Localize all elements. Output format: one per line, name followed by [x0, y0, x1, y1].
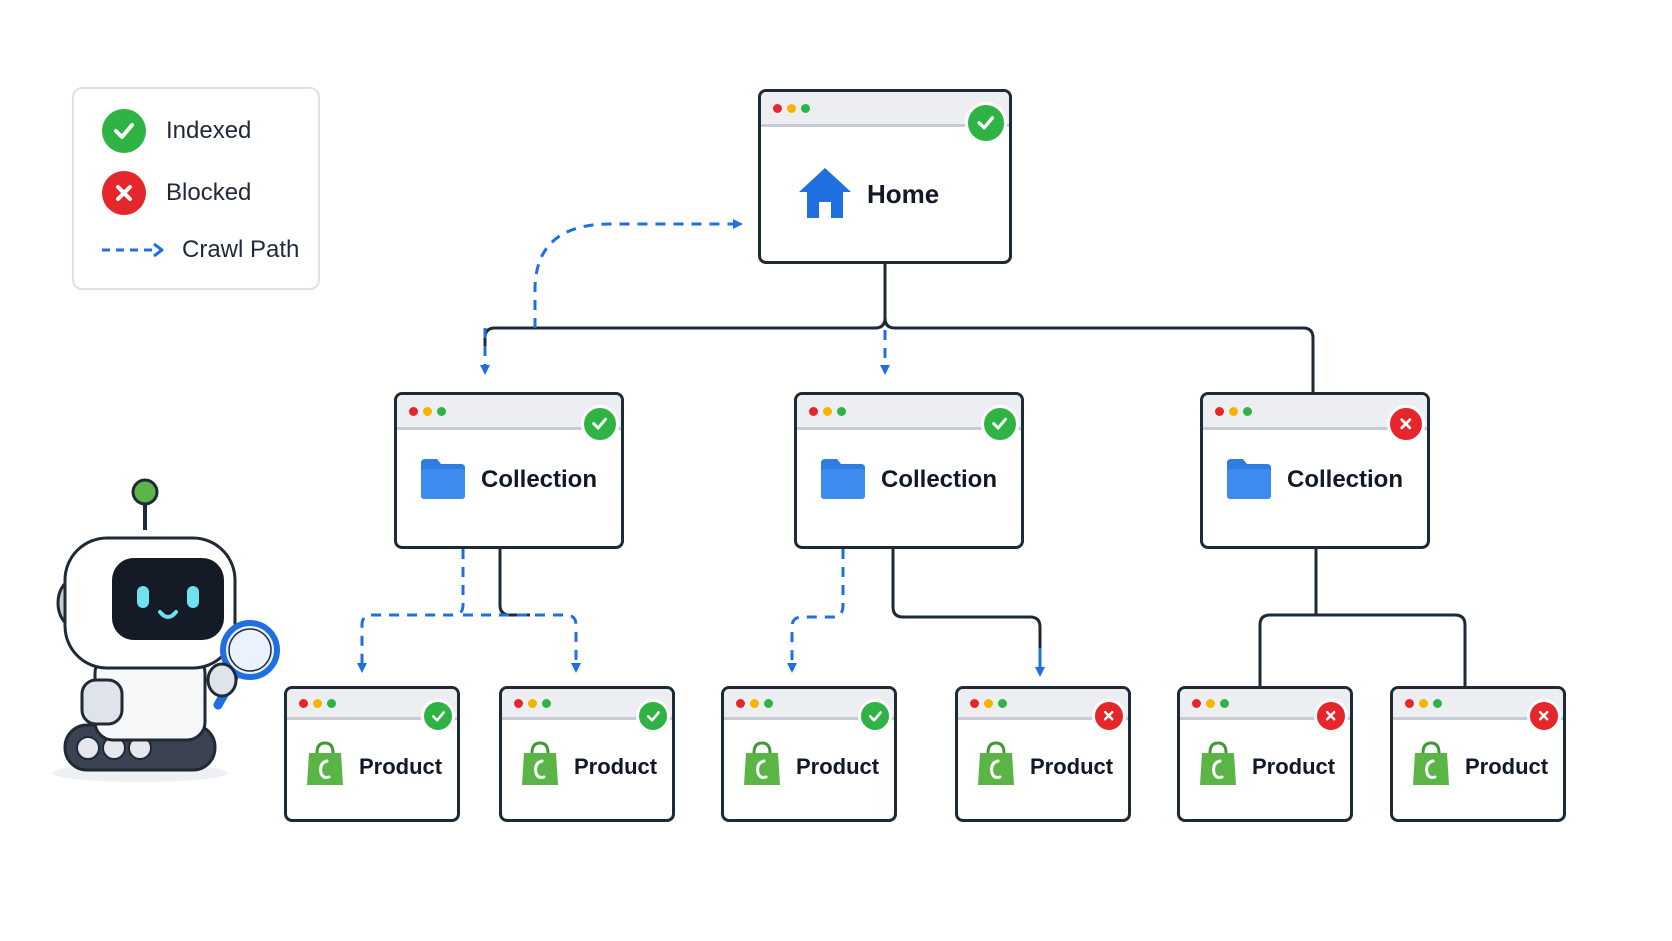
crawl-coll1-to-prod1 [357, 549, 465, 673]
check-icon [636, 699, 670, 733]
window-dots [736, 699, 773, 708]
crawl-paths [357, 219, 890, 673]
page-label: Collection [881, 465, 998, 493]
check-icon [102, 109, 146, 153]
page-content: Product [305, 741, 442, 792]
window-dots [409, 407, 446, 416]
dashed-arrow-icon [102, 242, 164, 258]
shopping-bag-icon [305, 741, 345, 792]
product-page-node: Product [721, 686, 897, 822]
shopping-bag-icon [1198, 741, 1238, 792]
coll2-stem [891, 549, 1042, 648]
legend-indexed-label: Indexed [166, 117, 252, 144]
page-label: Product [1030, 753, 1114, 779]
product-page-node: Product [955, 686, 1131, 822]
check-icon [858, 699, 892, 733]
folder-icon [819, 453, 867, 506]
page-content: Collection [419, 453, 597, 506]
check-icon [965, 102, 1007, 144]
page-label: Home [867, 179, 940, 209]
shopping-bag-icon [520, 741, 560, 792]
page-content: Product [976, 741, 1113, 792]
cross-icon [1387, 405, 1425, 443]
shopping-bag-icon [1411, 741, 1451, 792]
folder-icon [419, 453, 467, 506]
page-label: Product [574, 753, 658, 779]
legend-indexed: Indexed [102, 109, 251, 153]
check-icon [421, 699, 455, 733]
house-icon [797, 164, 853, 225]
check-icon [981, 405, 1019, 443]
collection-page-node: Collection [1200, 392, 1430, 549]
legend: Indexed Blocked Crawl Path [72, 87, 320, 290]
page-content: Collection [1225, 453, 1403, 506]
page-label: Product [1252, 753, 1336, 779]
folder-icon [1225, 453, 1273, 506]
page-content: Collection [819, 453, 997, 506]
collection-page-node: Collection [794, 392, 1024, 549]
home-trunk [483, 264, 887, 355]
page-label: Product [359, 753, 443, 779]
page-label: Product [1465, 753, 1549, 779]
window-dots [773, 104, 810, 113]
window-dots [970, 699, 1007, 708]
page-label: Product [796, 753, 880, 779]
page-content: Product [1198, 741, 1335, 792]
coll1-stem [498, 549, 530, 617]
window-dots [1405, 699, 1442, 708]
page-label: Collection [481, 465, 598, 493]
product-page-node: Product [1177, 686, 1353, 822]
crawl-coll2-to-prod3 [787, 549, 845, 673]
window-dots [514, 699, 551, 708]
page-content: Product [520, 741, 657, 792]
shopping-bag-icon [976, 741, 1016, 792]
crawl-back-to-home [533, 219, 743, 328]
legend-crawl: Crawl Path [102, 236, 299, 264]
page-content: Home [797, 164, 939, 225]
cross-icon [1527, 699, 1561, 733]
product-page-node: Product [1390, 686, 1566, 822]
page-label: Collection [1287, 465, 1404, 493]
page-content: Product [1411, 741, 1548, 792]
page-content: Product [742, 741, 879, 792]
window-dots [809, 407, 846, 416]
home-to-right [883, 317, 1315, 392]
window-dots [1215, 407, 1252, 416]
cross-icon [102, 171, 146, 215]
cross-icon [1314, 699, 1348, 733]
collection-page-node: Collection [394, 392, 624, 549]
product-page-node: Product [284, 686, 460, 822]
robot-mascot [52, 478, 280, 782]
crawl-coll1-to-prod2 [463, 613, 581, 673]
product-page-node: Product [499, 686, 675, 822]
window-dots [1192, 699, 1229, 708]
cross-icon [1092, 699, 1126, 733]
window-dots [299, 699, 336, 708]
shopping-bag-icon [742, 741, 782, 792]
check-icon [581, 405, 619, 443]
coll3-stem [1258, 549, 1318, 686]
legend-blocked-label: Blocked [166, 179, 252, 206]
legend-blocked: Blocked [102, 171, 251, 215]
legend-crawl-label: Crawl Path [182, 236, 300, 263]
home-page-node: Home [758, 89, 1012, 264]
coll3-right [1316, 613, 1467, 686]
